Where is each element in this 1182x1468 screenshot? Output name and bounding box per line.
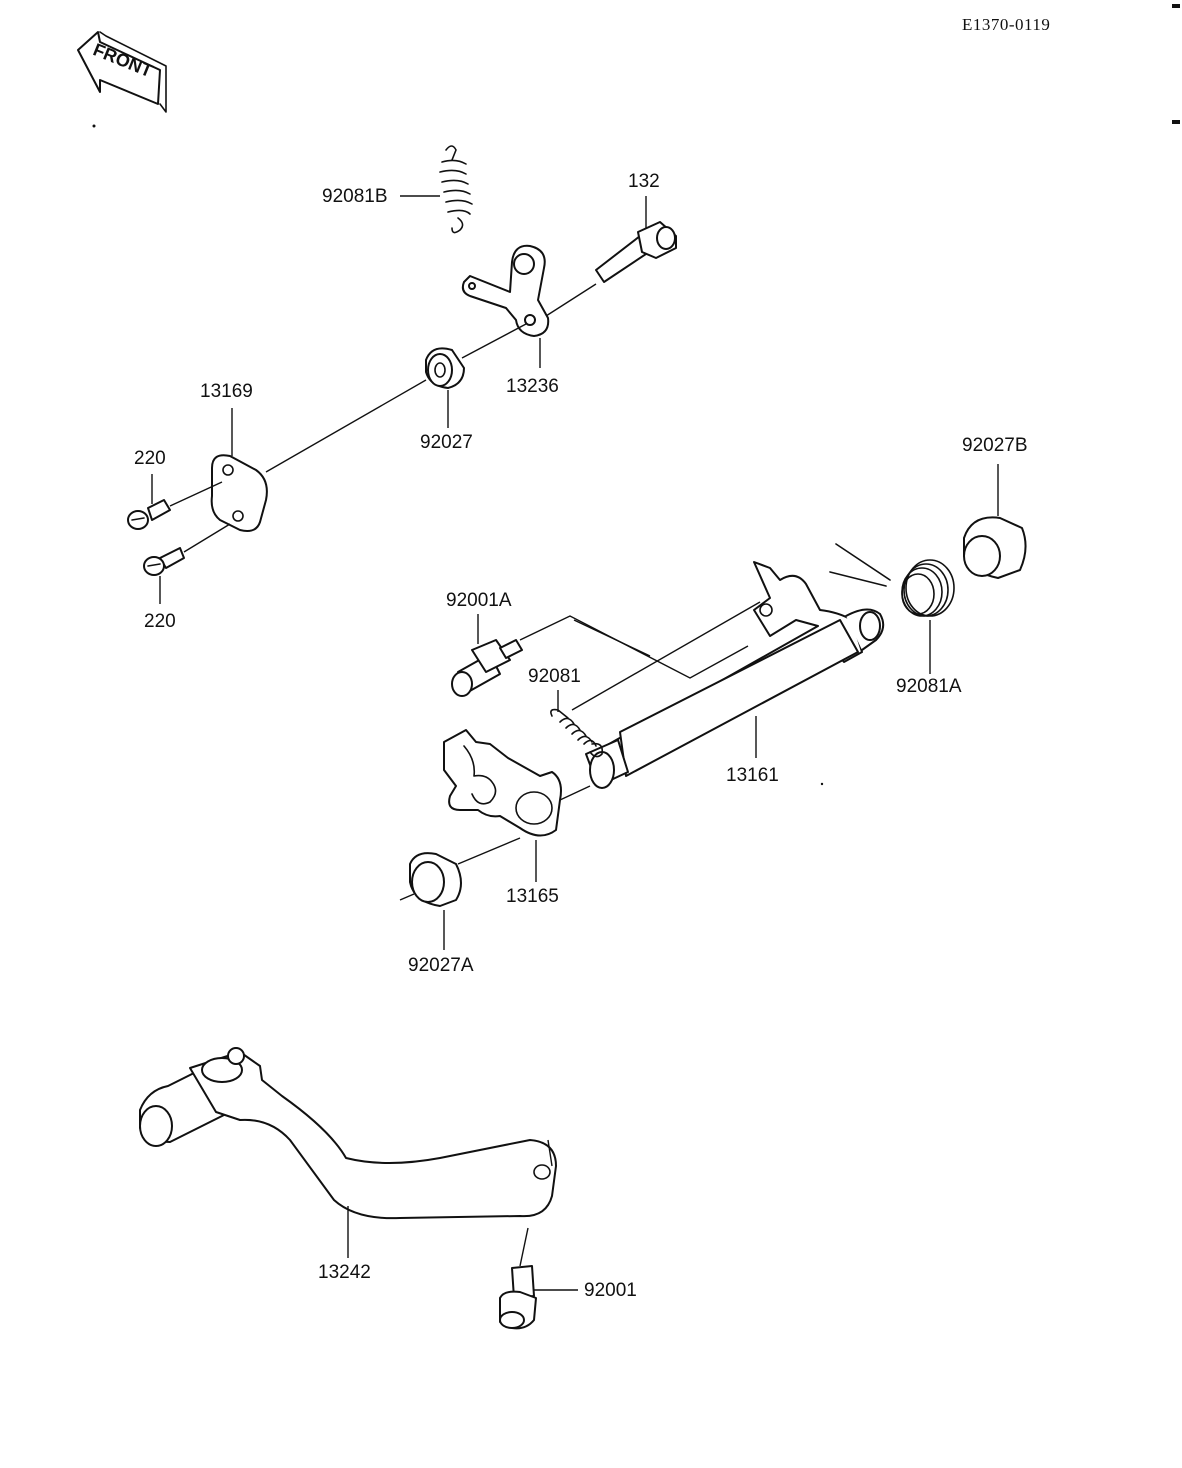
part-label-13236[interactable]: 13236 <box>506 376 559 397</box>
axis-92027A <box>399 893 415 901</box>
screw-icon <box>143 547 185 576</box>
part-label-92001A[interactable]: 92001A <box>446 590 512 611</box>
axis-line-upper-3 <box>545 283 597 317</box>
part-label-220-bottom[interactable]: 220 <box>144 611 176 632</box>
part-label-220-top[interactable]: 220 <box>134 448 166 469</box>
axis-92081 <box>571 601 761 711</box>
lever-icon <box>443 729 591 837</box>
part-label-92027B[interactable]: 92027B <box>962 435 1028 456</box>
part-label-92001[interactable]: 92001 <box>584 1280 637 1301</box>
axis-92001 <box>519 1227 529 1267</box>
diagram-code: E1370-0119 <box>962 15 1051 34</box>
bolt-icon <box>595 221 677 283</box>
shaft-icon <box>585 561 885 789</box>
spring-icon <box>829 543 955 617</box>
part-label-132[interactable]: 132 <box>628 171 660 192</box>
speck <box>820 782 824 786</box>
front-arrow-icon: FRONT <box>77 31 167 113</box>
axis-92001A-2 <box>573 619 651 657</box>
bolt-icon <box>499 1265 537 1330</box>
axis-92027A-2 <box>457 837 521 865</box>
part-label-92027A[interactable]: 92027A <box>408 955 474 976</box>
part-label-13165[interactable]: 13165 <box>506 886 559 907</box>
spring-icon <box>439 145 473 234</box>
part-label-92081B[interactable]: 92081B <box>322 186 388 207</box>
speck <box>92 124 96 128</box>
part-label-13161[interactable]: 13161 <box>726 765 779 786</box>
collar-icon <box>425 347 465 389</box>
screw-icon <box>127 499 171 530</box>
part-label-92081A[interactable]: 92081A <box>896 676 962 697</box>
part-label-13169[interactable]: 13169 <box>200 381 253 402</box>
collar-icon <box>963 516 1027 579</box>
plate-icon <box>210 454 268 532</box>
part-label-13242[interactable]: 13242 <box>318 1262 371 1283</box>
part-label-92027[interactable]: 92027 <box>420 432 473 453</box>
collar-icon <box>409 852 462 907</box>
axis-screw-2 <box>183 523 231 553</box>
edge-marks <box>1172 4 1180 124</box>
axis-screw-1 <box>169 481 223 507</box>
lever-icon <box>461 244 550 337</box>
axis-line-upper-2 <box>461 323 527 359</box>
bolt-icon <box>451 639 523 697</box>
part-label-92081[interactable]: 92081 <box>528 666 581 687</box>
axis-line-upper <box>265 379 427 473</box>
pedal-icon <box>139 1047 557 1220</box>
